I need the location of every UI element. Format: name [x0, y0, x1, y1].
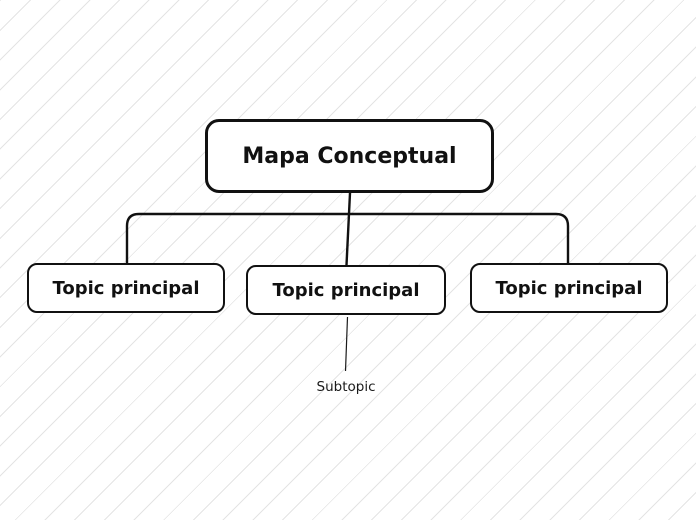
child-node-3-label: Topic principal	[495, 277, 643, 299]
child-node-1-label: Topic principal	[52, 277, 200, 299]
child-node-1[interactable]: Topic principal	[27, 263, 225, 313]
child-node-2-label: Topic principal	[272, 279, 420, 301]
subtopic-node[interactable]: Subtopic	[316, 379, 376, 395]
child-node-3[interactable]: Topic principal	[470, 263, 668, 313]
connector-bus-left-right	[125, 212, 570, 263]
connector-root-to-middle-child	[345, 192, 352, 266]
root-node[interactable]: Mapa Conceptual	[205, 119, 494, 193]
root-node-label: Mapa Conceptual	[242, 143, 457, 169]
connector-middle-child-to-subtopic	[344, 316, 349, 372]
child-node-2[interactable]: Topic principal	[246, 265, 446, 315]
